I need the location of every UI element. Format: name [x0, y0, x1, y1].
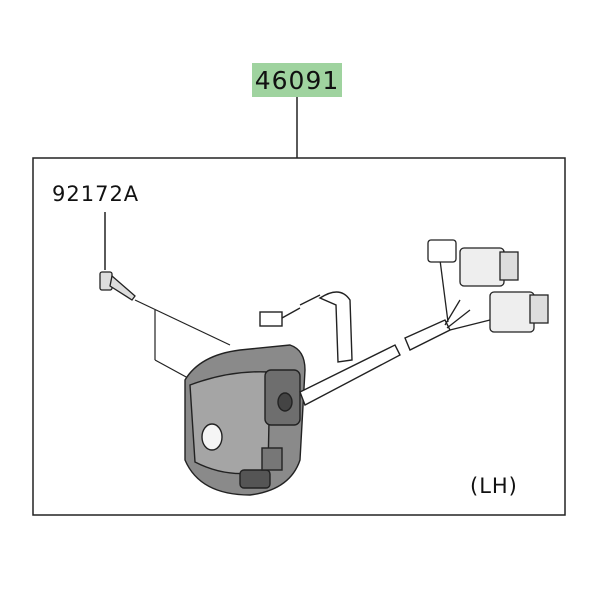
side-label: (LH) — [470, 474, 518, 498]
bolt-guide-lines — [134, 299, 231, 379]
cable-icon — [259, 291, 451, 406]
switch-housing-icon — [184, 344, 306, 496]
part-number-92172a[interactable]: 92172A — [52, 182, 140, 206]
connector-icon — [427, 239, 549, 333]
part-number-46091[interactable]: 46091 — [252, 63, 342, 97]
bolt-icon — [99, 271, 136, 301]
diagram-frame — [32, 157, 566, 516]
